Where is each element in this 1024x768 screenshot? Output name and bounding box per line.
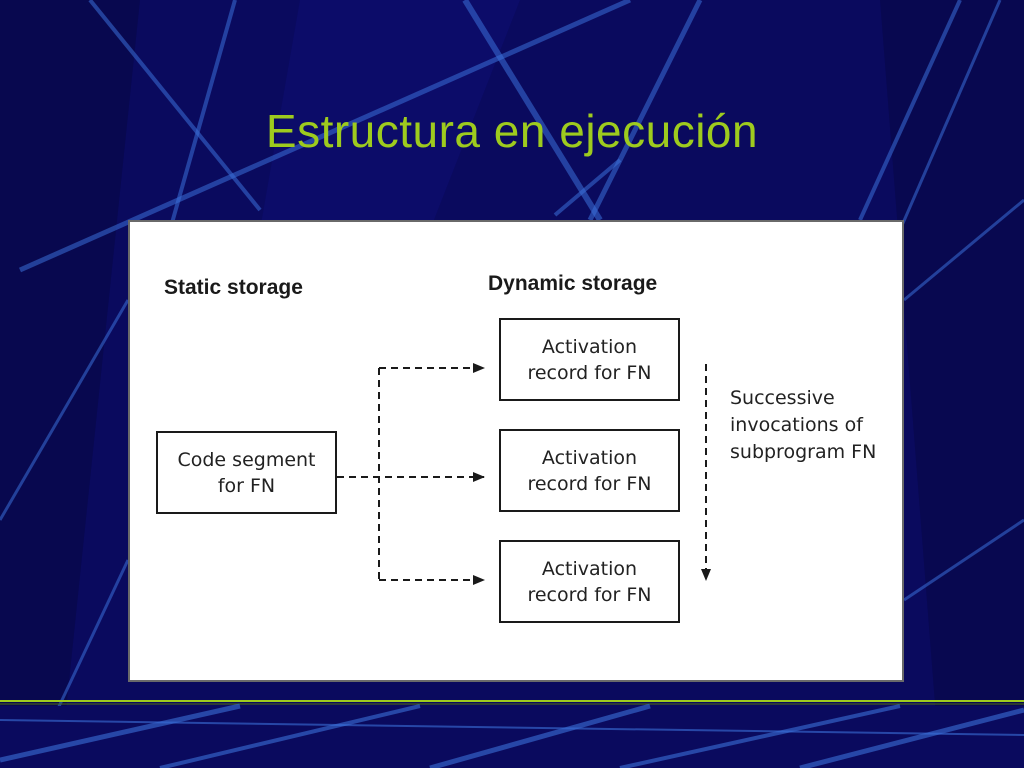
invocations-note-line1: Successive xyxy=(730,387,835,409)
activation-record-box: Activation record for FN xyxy=(499,540,680,623)
code-segment-box: Code segment for FN xyxy=(156,431,337,514)
activation-record-line2: record for FN xyxy=(527,583,652,606)
code-segment-line1: Code segment xyxy=(177,448,316,471)
slide-title: Estructura en ejecución xyxy=(265,105,759,157)
diagram-panel: Static storage Dynamic storage Code segm… xyxy=(128,220,904,682)
invocations-note-line2: invocations of xyxy=(730,414,863,436)
activation-record-box: Activation record for FN xyxy=(499,429,680,512)
code-segment-line2: for FN xyxy=(217,474,276,497)
activation-record-line2: record for FN xyxy=(527,472,652,495)
activation-record-box: Activation record for FN xyxy=(499,318,680,401)
static-storage-heading: Static storage xyxy=(164,276,303,299)
activation-record-line1: Activation xyxy=(541,335,638,358)
dynamic-storage-heading: Dynamic storage xyxy=(488,272,658,295)
connector-lines xyxy=(337,363,711,585)
activation-record-line2: record for FN xyxy=(527,361,652,384)
activation-record-line1: Activation xyxy=(541,446,638,469)
invocations-note-line3: subprogram FN xyxy=(730,441,877,463)
invocations-note: Successive invocations of subprogram FN xyxy=(730,385,876,466)
activation-record-line1: Activation xyxy=(541,557,638,580)
